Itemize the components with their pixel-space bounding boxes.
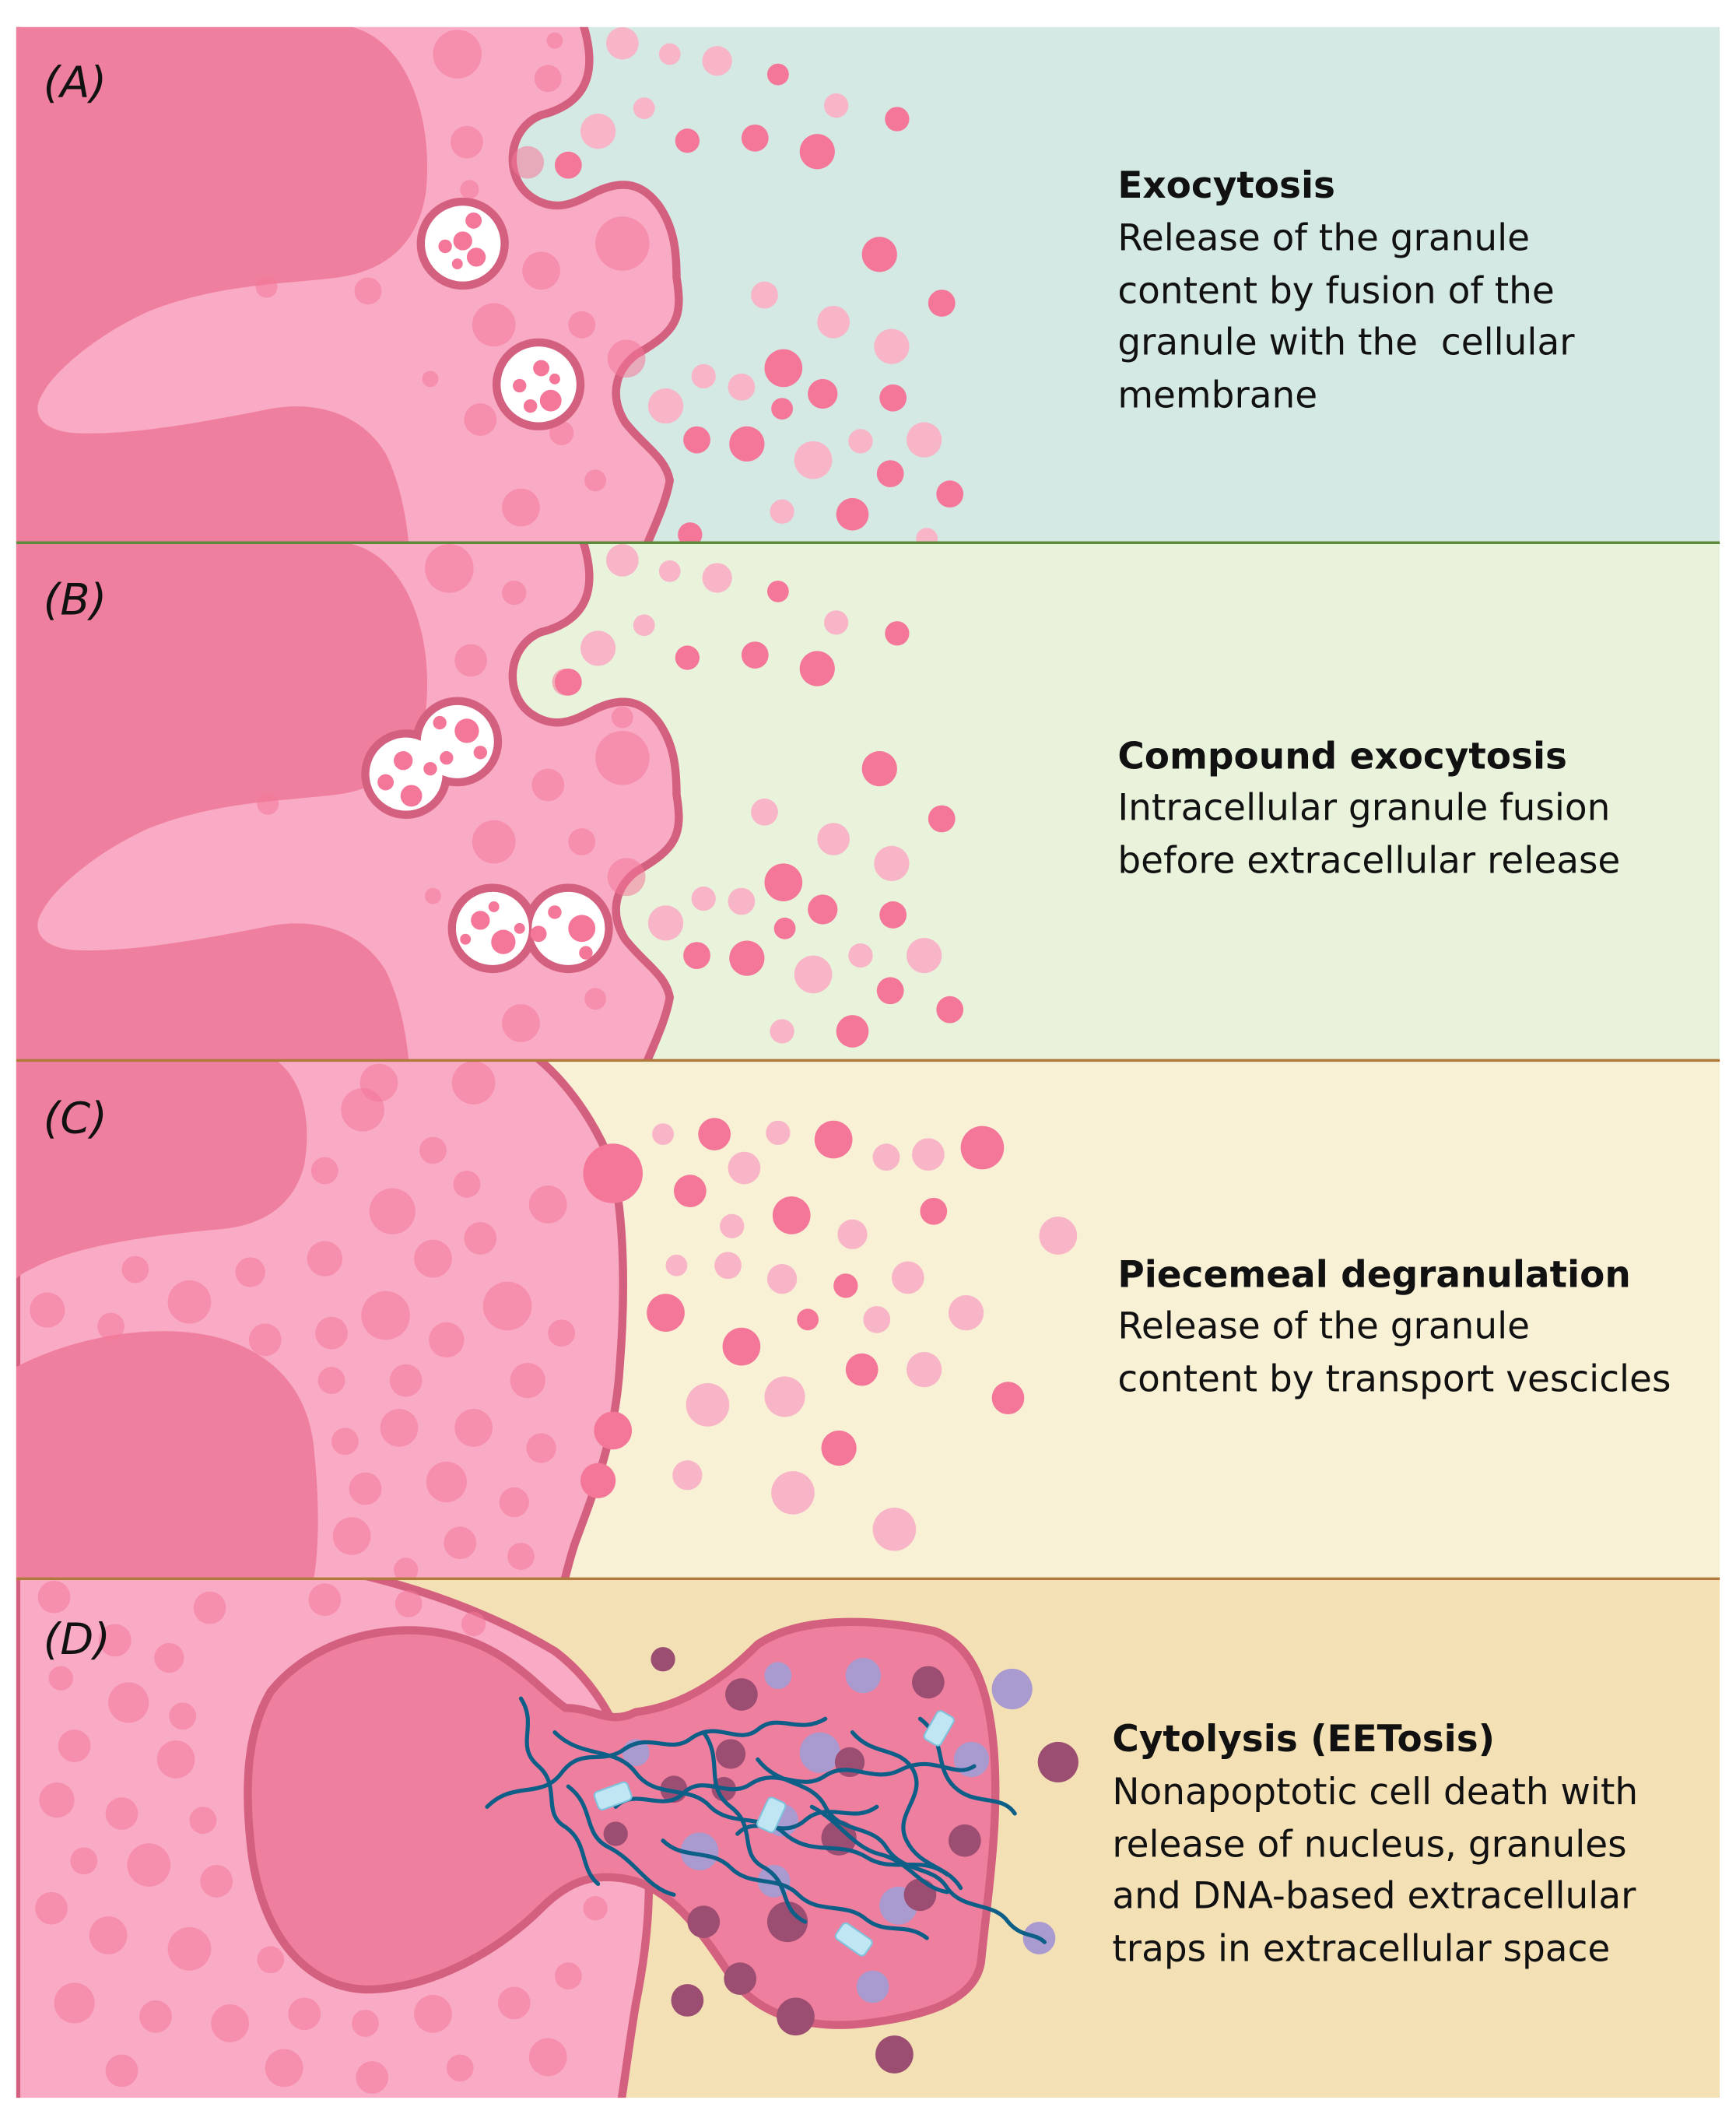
panel-b-nucleus <box>16 543 428 1060</box>
panel-c-desc-line-1: Release of the granule <box>1117 1305 1530 1348</box>
panel-c-nucleus-upper <box>16 1061 307 1280</box>
panel-d-histone-crystals <box>593 1710 955 1957</box>
panel-c-letter: (C) <box>44 1093 107 1143</box>
panel-d-letter: (D) <box>44 1614 110 1665</box>
panel-c-nucleus-lower <box>16 1331 318 1578</box>
panel-d-title: Cytolysis (EETosis) <box>1112 1718 1495 1761</box>
panel-c-released-vesicles <box>647 1118 1078 1551</box>
panel-b-released-granules <box>554 543 964 1048</box>
panel-a-desc-line-4: membrane <box>1117 374 1317 416</box>
panel-d-desc-line-4: traps in extracellular space <box>1112 1928 1610 1971</box>
panel-d <box>16 1579 1720 2098</box>
panel-a-desc-line-2: content by fusion of the <box>1117 269 1554 312</box>
panel-d-desc-line-3: and DNA-based extracellular <box>1112 1875 1636 1918</box>
panel-c <box>16 1061 1720 1578</box>
panel-a-released-granules <box>554 26 964 543</box>
panel-a-desc-line-1: Release of the granule <box>1117 217 1530 260</box>
panel-c-budding-vesicles <box>580 1143 643 1498</box>
panel-b-compound-granule-lower <box>447 883 613 974</box>
panel-b-letter: (B) <box>44 574 107 625</box>
panel-a-title: Exocytosis <box>1117 164 1335 207</box>
panel-c-caption: Piecemeal degranulation Release of the g… <box>1117 1254 1671 1401</box>
panel-b-compound-granule-upper <box>361 697 503 819</box>
panel-d-dna-extracellular-traps <box>485 1696 1047 1944</box>
panel-b-title: Compound exocytosis <box>1117 736 1567 778</box>
panel-a <box>16 26 1720 543</box>
panel-c-desc-line-2: content by transport vescicles <box>1117 1357 1671 1400</box>
panel-a-fusing-granule <box>416 197 509 290</box>
panel-b-desc-line-1: Intracellular granule fusion <box>1117 787 1610 830</box>
panel-b <box>16 543 1720 1060</box>
panel-c-title: Piecemeal degranulation <box>1117 1254 1630 1297</box>
panel-d-desc-line-1: Nonapoptotic cell death with <box>1112 1771 1638 1814</box>
panel-a-desc-line-3: granule with the cellular <box>1117 321 1575 364</box>
panel-a-nucleus <box>16 26 428 543</box>
panel-b-desc-line-2: before extracellular release <box>1117 840 1620 883</box>
panel-a-caption: Exocytosis Release of the granule conten… <box>1117 164 1575 417</box>
panel-d-released-granules-purple <box>622 1658 1056 2003</box>
panel-d-caption: Cytolysis (EETosis) Nonapoptotic cell de… <box>1112 1718 1638 1971</box>
panel-b-caption: Compound exocytosis Intracellular granul… <box>1117 736 1620 883</box>
panel-a-granule <box>492 338 585 430</box>
panel-a-letter: (A) <box>44 58 107 108</box>
panel-d-desc-line-2: release of nucleus, granules <box>1112 1824 1626 1866</box>
